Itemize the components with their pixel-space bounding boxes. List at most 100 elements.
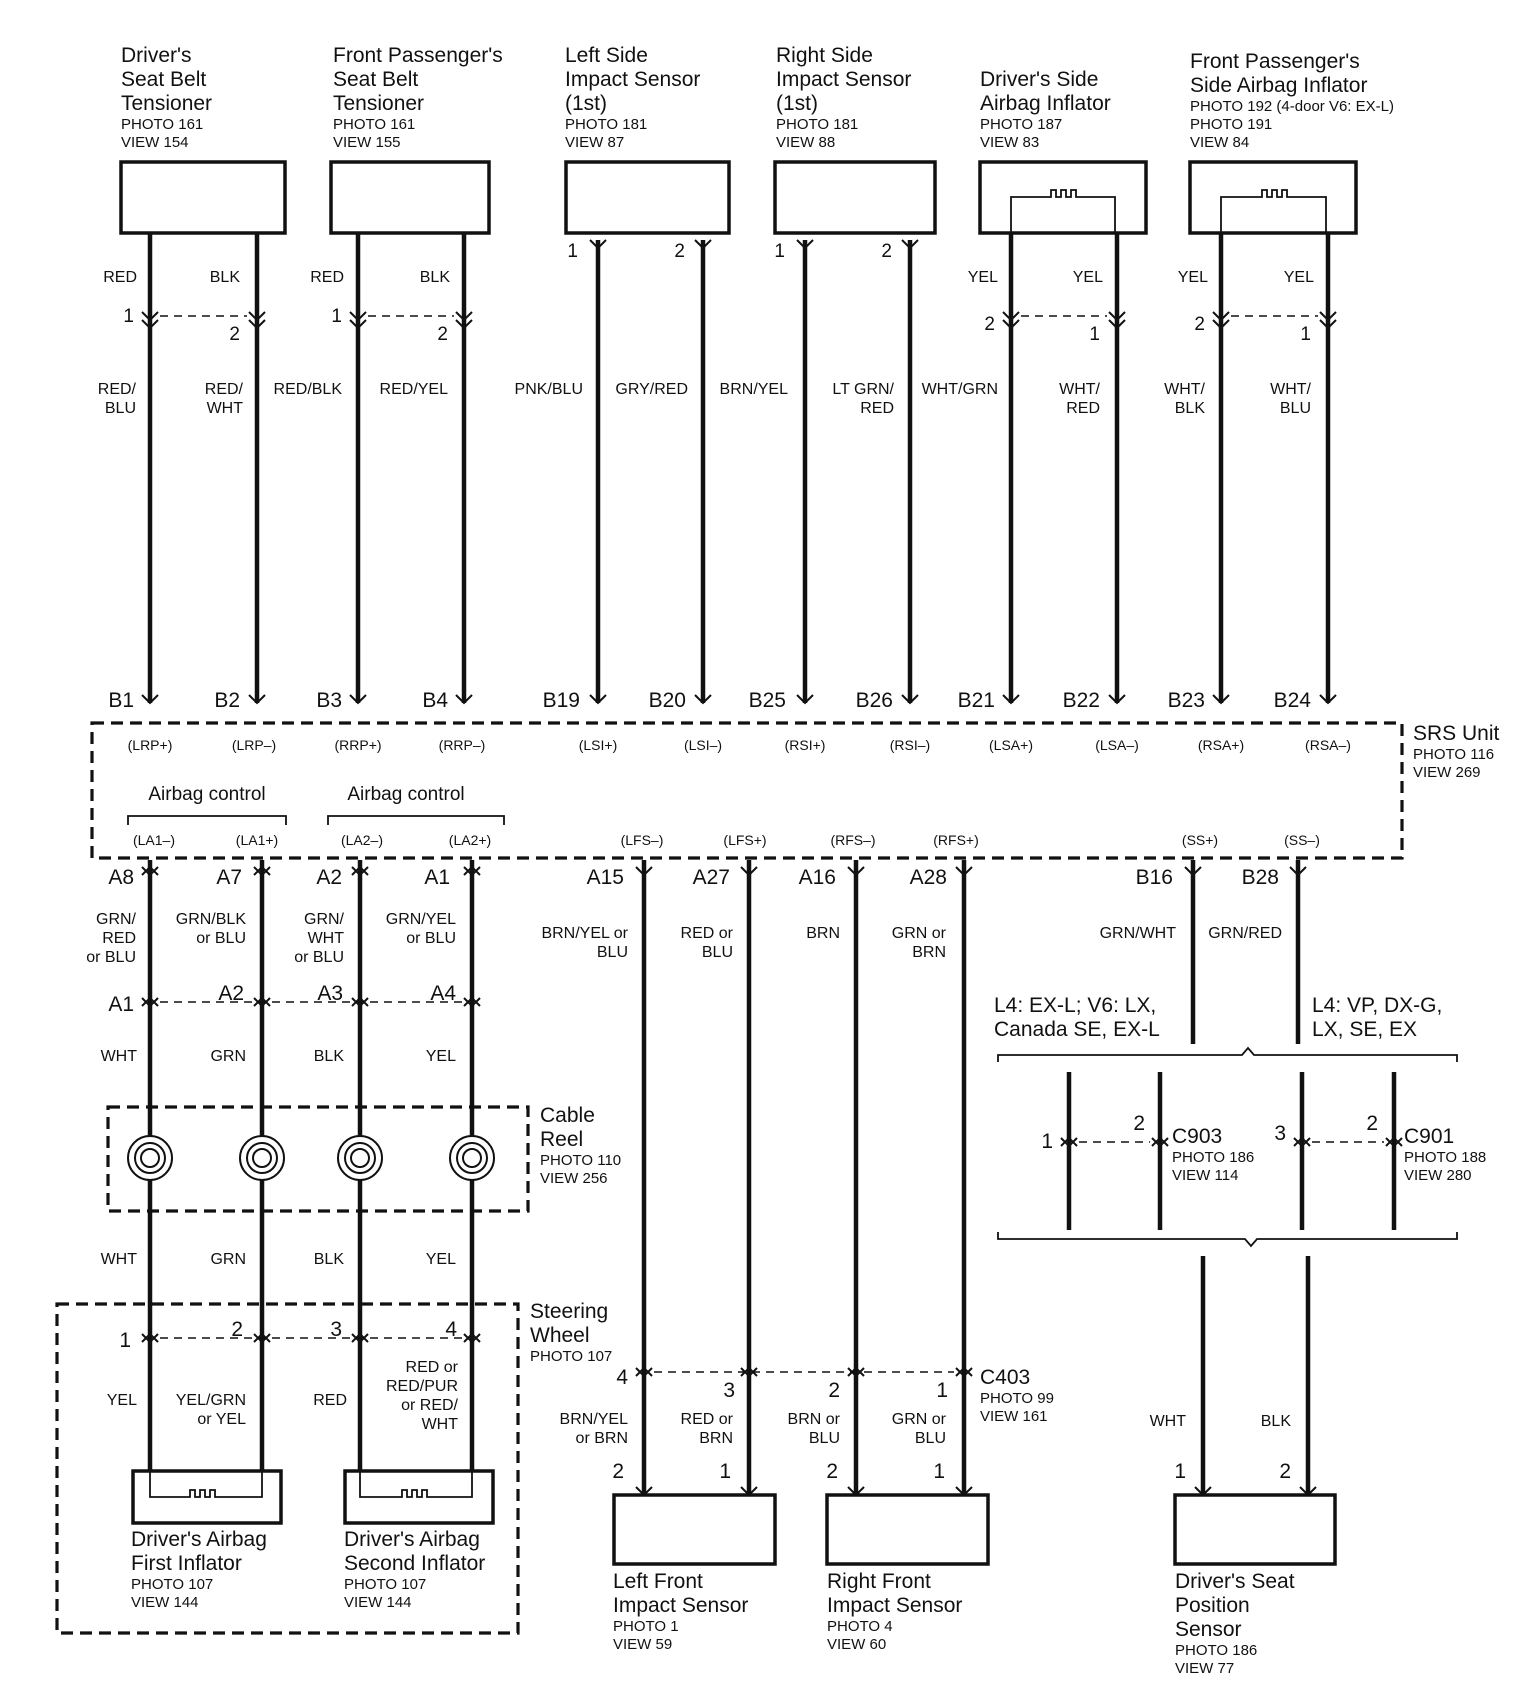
signal-label: (RFS+) bbox=[933, 832, 979, 848]
pin-number: B2 bbox=[214, 689, 240, 712]
top-wire-colors-upper: RED BLK RED BLK YEL YEL YEL YEL bbox=[103, 269, 1314, 286]
component-name: Driver's bbox=[121, 44, 192, 67]
seat-sensor-pins: 1 2 bbox=[1174, 1460, 1291, 1483]
signal-label: (LSI–) bbox=[684, 737, 722, 753]
component-name: Seat Belt bbox=[121, 68, 206, 91]
c901-label: C901 PHOTO 188 VIEW 280 bbox=[1404, 1125, 1486, 1184]
component-name: Side Airbag Inflator bbox=[1190, 74, 1367, 97]
wire-color: WHT bbox=[422, 1416, 459, 1433]
wire-color: WHT/ bbox=[1164, 381, 1205, 398]
driver-side-airbag-inflator-label: Driver's Side Airbag Inflator PHOTO 187 … bbox=[980, 68, 1111, 151]
pin-number: A8 bbox=[108, 866, 134, 889]
connector-icon bbox=[253, 1332, 271, 1344]
driver-seat-belt-tensioner-box bbox=[119, 160, 287, 235]
connector-icon bbox=[351, 1332, 369, 1344]
pin-number: A27 bbox=[693, 866, 730, 889]
driver-airbag-first-inflator-label: Driver's Airbag First Inflator PHOTO 107… bbox=[131, 1528, 267, 1611]
top-pins-upper: 1 2 1 2 1 2 1 2 2 1 2 1 bbox=[123, 241, 1311, 345]
connector-icon bbox=[955, 866, 973, 877]
pin-number: 2 bbox=[612, 1460, 624, 1483]
connector-icon bbox=[635, 866, 653, 877]
variant-label: L4: EX-L; V6: LX, bbox=[994, 994, 1156, 1017]
pin-number: A3 bbox=[317, 982, 343, 1005]
coil-icon bbox=[140, 1148, 160, 1168]
wire-color: RED/BLK bbox=[274, 381, 343, 398]
pin-number: B23 bbox=[1168, 689, 1205, 712]
inflator-view: VIEW 144 bbox=[344, 1594, 412, 1611]
wire-color: or BLU bbox=[294, 949, 344, 966]
wire-color: or BLU bbox=[406, 930, 456, 947]
passenger-side-airbag-inflator-box bbox=[1188, 160, 1358, 235]
wire-color: LT GRN/ bbox=[832, 381, 894, 398]
pin-number: A1 bbox=[424, 866, 450, 889]
pin-number: 1 bbox=[1089, 324, 1100, 345]
connector-icon bbox=[1289, 866, 1307, 877]
cable-reel-name: Cable bbox=[540, 1104, 595, 1127]
wire-color: or BLU bbox=[196, 930, 246, 947]
pin-number: 2 bbox=[1133, 1112, 1145, 1135]
pin-number: B24 bbox=[1274, 689, 1312, 712]
sensor-photo: PHOTO 4 bbox=[827, 1618, 893, 1635]
wire-color: WHT bbox=[101, 1048, 138, 1065]
wire-color: BLK bbox=[314, 1251, 345, 1268]
cable-reel-name: Reel bbox=[540, 1128, 583, 1151]
wire-color: RED or bbox=[681, 1411, 734, 1428]
left-side-impact-sensor-box bbox=[564, 160, 731, 235]
connector-name: C903 bbox=[1172, 1125, 1222, 1148]
connector-icon bbox=[1212, 311, 1230, 330]
wire-color: WHT bbox=[1150, 1413, 1187, 1430]
sensor-view: VIEW 60 bbox=[827, 1636, 886, 1653]
srs-unit-box bbox=[90, 721, 1404, 860]
pin-number: A16 bbox=[799, 866, 836, 889]
wire-color: WHT/GRN bbox=[922, 381, 998, 398]
connector-icon bbox=[740, 866, 758, 877]
wire-color: BRN bbox=[912, 944, 946, 961]
signal-label: (LA1+) bbox=[236, 832, 278, 848]
pin-number: A4 bbox=[430, 982, 456, 1005]
wire-color: RED bbox=[103, 269, 137, 286]
connector-icon bbox=[351, 996, 369, 1008]
wire-color: RED or bbox=[681, 925, 734, 942]
wire-color: GRN/ bbox=[304, 911, 345, 928]
srs-unit-photo: PHOTO 116 bbox=[1413, 746, 1494, 763]
connector-name: C901 bbox=[1404, 1125, 1454, 1148]
variant-bracket-top bbox=[997, 1046, 1458, 1062]
pin-number: B21 bbox=[958, 689, 995, 712]
pin-number: 3 bbox=[723, 1379, 735, 1402]
connector-icon bbox=[955, 1366, 973, 1378]
wire-color: BRN/YEL bbox=[720, 381, 789, 398]
component-name: Right Side bbox=[776, 44, 873, 67]
component-view: VIEW 84 bbox=[1190, 134, 1249, 151]
connector-icon bbox=[349, 311, 367, 330]
cable-reel-photo: PHOTO 110 bbox=[540, 1152, 621, 1169]
wire-color: GRN bbox=[210, 1048, 246, 1065]
driver-seat-belt-tensioner-label: Driver's Seat Belt Tensioner PHOTO 161 V… bbox=[121, 44, 212, 151]
connector-icon bbox=[455, 311, 473, 330]
connector-photo: PHOTO 188 bbox=[1404, 1149, 1486, 1166]
component-view: VIEW 83 bbox=[980, 134, 1039, 151]
wire-color: GRY/RED bbox=[615, 381, 688, 398]
left-wire-colors-2: WHT GRN BLK YEL bbox=[101, 1048, 457, 1065]
front-sensor-pins: 2 1 2 1 bbox=[612, 1460, 945, 1483]
sensor-name: Sensor bbox=[1175, 1618, 1242, 1641]
signal-label: (SS+) bbox=[1182, 832, 1218, 848]
signal-label: (LA1–) bbox=[133, 832, 175, 848]
pin-number: B16 bbox=[1136, 866, 1173, 889]
pin-number: 1 bbox=[936, 1379, 948, 1402]
component-name: Airbag Inflator bbox=[980, 92, 1111, 115]
srs-bottom-pins: A8 A7 A2 A1 A15 A27 A16 A28 B16 B28 bbox=[108, 866, 1279, 889]
connector-icon bbox=[796, 239, 814, 250]
connector-icon bbox=[1293, 1136, 1311, 1148]
wire-color: RED or bbox=[406, 1359, 459, 1376]
component-name: Tensioner bbox=[121, 92, 212, 115]
connector-icon bbox=[141, 311, 159, 330]
pin-number: 2 bbox=[437, 324, 448, 345]
srs-unit-label: SRS Unit PHOTO 116 VIEW 269 bbox=[1413, 722, 1500, 781]
pin-number: 2 bbox=[231, 1318, 243, 1341]
wire-color: BRN bbox=[806, 925, 840, 942]
connector-view: VIEW 161 bbox=[980, 1408, 1048, 1425]
pin-number: 1 bbox=[933, 1460, 945, 1483]
connector-icon bbox=[1002, 311, 1020, 330]
pin-number: B1 bbox=[108, 689, 134, 712]
pin-number: 2 bbox=[1279, 1460, 1291, 1483]
